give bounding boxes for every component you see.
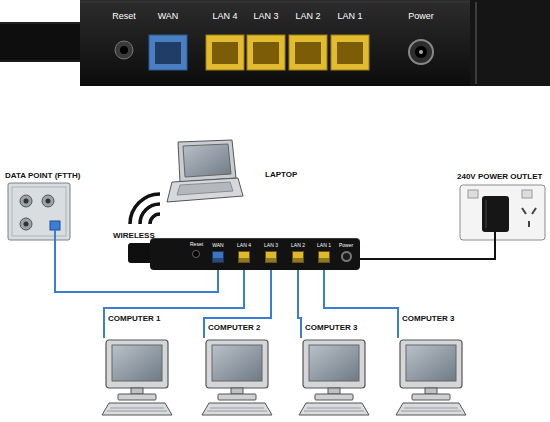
lan-port bbox=[206, 35, 244, 70]
computer-icon bbox=[299, 340, 369, 415]
reset-hole bbox=[120, 46, 128, 54]
router-side-edge bbox=[475, 2, 477, 84]
port-label: LAN 4 bbox=[212, 11, 237, 22]
wall-plate-inset bbox=[12, 187, 66, 236]
data-point: DATA POINT (FTTH) bbox=[8, 183, 70, 240]
power-lead bbox=[494, 232, 496, 240]
port-label: LAN 3 bbox=[264, 242, 278, 248]
wan-port: WAN bbox=[208, 242, 228, 269]
device-label: DATA POINT (FTTH) bbox=[5, 171, 80, 181]
lan-port-opening bbox=[295, 42, 321, 64]
socket-hole bbox=[46, 199, 51, 204]
router: Reset WAN LAN 4 LAN 3 LAN 2 LAN 1 Power bbox=[150, 238, 360, 270]
computer: COMPUTER 2 bbox=[198, 338, 276, 416]
computer-icon bbox=[202, 340, 272, 415]
lan-port bbox=[331, 35, 369, 70]
socket-hole bbox=[24, 199, 29, 204]
port-socket bbox=[292, 251, 304, 263]
laptop-base bbox=[167, 178, 243, 202]
lan-port-opening bbox=[212, 42, 238, 64]
computer-icon bbox=[396, 340, 466, 415]
device-label: COMPUTER 2 bbox=[208, 323, 260, 333]
outlet-slot bbox=[522, 208, 526, 214]
device-label: LAPTOP bbox=[265, 170, 297, 180]
cable bbox=[204, 269, 271, 338]
lan-port-opening bbox=[253, 42, 279, 64]
lan-port: LAN 2 bbox=[287, 242, 309, 269]
port-label: Reset bbox=[112, 11, 136, 22]
fibre-lead bbox=[54, 230, 56, 240]
socket bbox=[42, 195, 54, 207]
plug-pack bbox=[482, 196, 509, 232]
port-label: WAN bbox=[158, 11, 179, 22]
socket-hole bbox=[24, 222, 29, 227]
lan-port bbox=[289, 35, 327, 70]
computer: COMPUTER 3 bbox=[392, 338, 470, 416]
computer: COMPUTER 1 bbox=[98, 338, 176, 416]
laptop: LAPTOP bbox=[163, 138, 243, 204]
reset-hole bbox=[192, 250, 200, 258]
port-label: LAN 2 bbox=[295, 11, 320, 22]
wireless-wave bbox=[140, 204, 160, 224]
port-label: Power bbox=[339, 242, 353, 248]
router-side bbox=[470, 0, 550, 86]
laptop-keyboard bbox=[177, 182, 233, 195]
port-label: WAN bbox=[212, 242, 223, 248]
power-outlet: 240V POWER OUTLET bbox=[460, 185, 545, 240]
wall-plate bbox=[8, 183, 70, 240]
lan-port bbox=[247, 35, 285, 70]
outlet-slot bbox=[532, 208, 536, 214]
power-jack-pin bbox=[419, 50, 423, 54]
port-label: LAN 3 bbox=[253, 11, 278, 22]
port-socket bbox=[318, 251, 330, 263]
port-label: LAN 1 bbox=[317, 242, 331, 248]
outlet-plate bbox=[460, 185, 545, 240]
port-label: LAN 1 bbox=[337, 11, 362, 22]
power-jack bbox=[409, 40, 433, 64]
wan-port-opening bbox=[155, 42, 181, 64]
device-label: COMPUTER 1 bbox=[108, 314, 160, 324]
port-socket bbox=[265, 251, 277, 263]
outlet-slot bbox=[528, 221, 530, 227]
port-label: Reset bbox=[190, 241, 203, 247]
power-port: Power bbox=[336, 242, 356, 269]
port-label: LAN 2 bbox=[291, 242, 305, 248]
router-top-edge bbox=[80, 2, 470, 3]
port-label: LAN 4 bbox=[237, 242, 251, 248]
wireless-label: WIRELESS bbox=[113, 231, 155, 241]
device-label: COMPUTER 3 bbox=[402, 314, 454, 324]
device-label: COMPUTER 3 bbox=[305, 323, 357, 333]
port-socket bbox=[212, 251, 224, 263]
computer: COMPUTER 3 bbox=[295, 338, 373, 416]
reset-button bbox=[115, 41, 133, 59]
laptop-screen bbox=[183, 144, 231, 177]
socket bbox=[20, 218, 32, 230]
lan-port: LAN 4 bbox=[233, 242, 255, 269]
power-jack-hole bbox=[415, 46, 427, 58]
lan-port: LAN 1 bbox=[313, 242, 335, 269]
outlet-switch bbox=[468, 190, 478, 198]
socket bbox=[20, 195, 32, 207]
computer-icon bbox=[102, 340, 172, 415]
outlet-switch bbox=[522, 190, 532, 198]
cable bbox=[356, 240, 495, 259]
wireless-wave bbox=[130, 194, 160, 224]
wan-port bbox=[149, 35, 187, 70]
port-socket bbox=[238, 251, 250, 263]
port-label: Power bbox=[408, 11, 434, 22]
fibre-socket bbox=[50, 221, 60, 230]
device-label: 240V POWER OUTLET bbox=[457, 172, 542, 182]
plug-pack-edge bbox=[486, 200, 487, 228]
cable bbox=[298, 269, 301, 338]
lan-port-opening bbox=[337, 42, 363, 64]
wireless-wave bbox=[150, 214, 160, 224]
laptop-lid bbox=[178, 140, 236, 182]
lan-port: LAN 3 bbox=[260, 242, 282, 269]
power-socket bbox=[341, 251, 352, 262]
router-body bbox=[80, 0, 480, 86]
